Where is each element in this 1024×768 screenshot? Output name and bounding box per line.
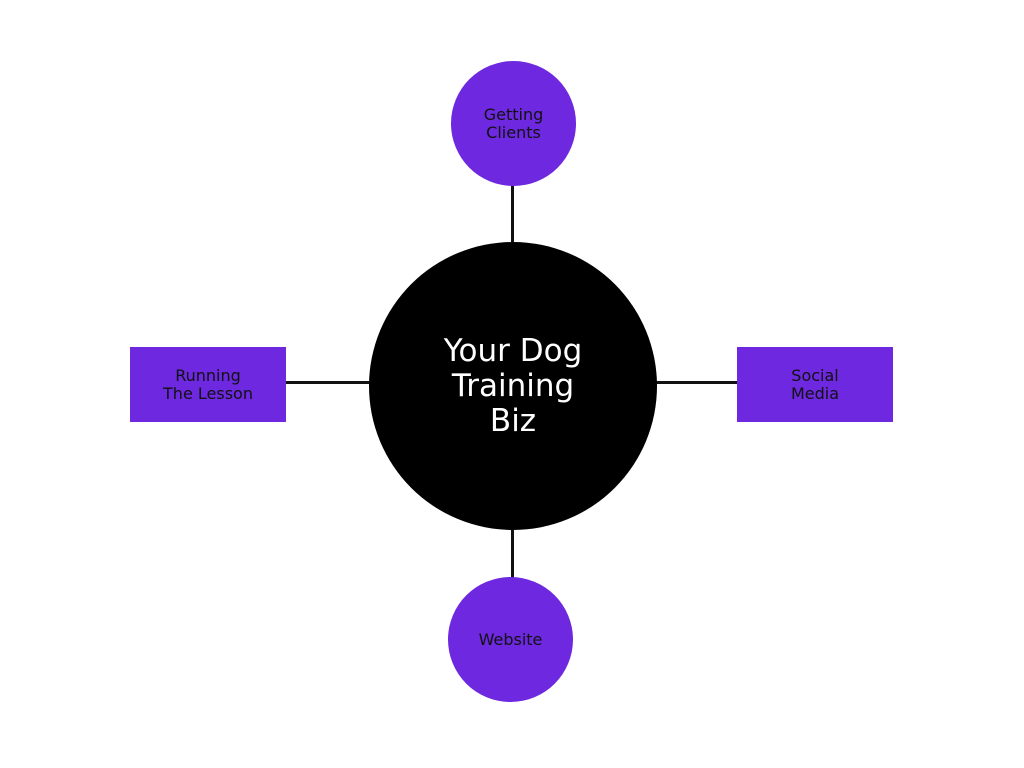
connector-right	[656, 381, 737, 384]
connector-top	[511, 158, 514, 242]
node-website-label: Website	[478, 629, 543, 649]
connector-bottom	[511, 528, 514, 579]
node-getting-clients-label: Getting Clients	[483, 104, 544, 142]
center-node-label: Your Dog Training Biz	[443, 332, 583, 439]
node-getting-clients: Getting Clients	[451, 61, 576, 186]
node-website: Website	[448, 577, 573, 702]
connector-left	[286, 381, 370, 384]
center-node: Your Dog Training Biz	[369, 242, 657, 530]
node-running-the-lesson-label: Running The Lesson	[163, 365, 253, 403]
node-social-media-label: Social Media	[790, 365, 840, 403]
node-social-media: Social Media	[737, 347, 893, 422]
node-running-the-lesson: Running The Lesson	[130, 347, 286, 422]
